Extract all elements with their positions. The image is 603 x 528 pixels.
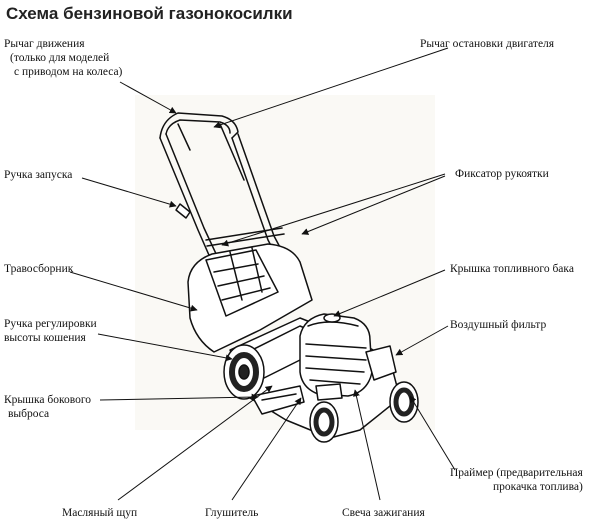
leader-dipstick xyxy=(117,385,273,501)
leader-muffler xyxy=(231,397,302,501)
label-primer-line1: Праймер (предварительная xyxy=(450,467,583,479)
diagram-title: Схема бензиновой газонокосилки xyxy=(6,4,293,23)
leader-start-handle xyxy=(81,177,177,208)
leader-grass-catcher xyxy=(69,271,198,312)
leader-lines xyxy=(69,47,456,501)
label-spark-plug: Свеча зажигания xyxy=(342,507,425,519)
label-side-discharge-line2: выброса xyxy=(8,408,50,420)
label-side-discharge-line1: Крышка бокового xyxy=(4,394,92,406)
label-primer-line2: прокачка топлива) xyxy=(493,481,583,493)
lawnmower-drawing xyxy=(159,112,419,443)
label-grass-catcher: Травосборник xyxy=(4,263,74,275)
label-primer: Праймер (предварительная прокачка топлив… xyxy=(450,466,583,494)
label-handle-lock: Фиксатор рукоятки xyxy=(455,168,549,180)
engine-stop-lever-bar xyxy=(219,123,245,181)
leader-handle-lock-2 xyxy=(301,175,446,235)
handle-tube-left xyxy=(159,137,213,263)
leader-drive-lever xyxy=(119,81,177,114)
label-height-adjust-line2: высоты кошения xyxy=(4,332,86,344)
label-muffler: Глушитель xyxy=(205,507,259,519)
side-discharge-part xyxy=(251,385,305,415)
air-filter-part xyxy=(365,345,397,381)
drive-lever-bar xyxy=(177,123,191,151)
label-air-filter: Воздушный фильтр xyxy=(450,319,547,331)
handle-bar xyxy=(159,112,239,139)
start-handle-part xyxy=(175,203,191,219)
label-side-discharge: Крышка бокового выброса xyxy=(4,393,91,421)
leader-fuel-cap xyxy=(333,269,446,317)
label-start-handle: Ручка запуска xyxy=(4,169,73,181)
leader-side-discharge xyxy=(99,393,259,401)
leader-height-adjust xyxy=(97,333,233,362)
leader-handle-lock-1 xyxy=(221,173,446,247)
leader-spark-plug xyxy=(352,389,381,501)
label-drive-lever-line1: Рычаг движения xyxy=(4,38,85,50)
label-drive-lever: Рычаг движения (только для моделей с при… xyxy=(4,37,122,79)
leader-engine-stop xyxy=(213,47,449,129)
label-dipstick: Масляный щуп xyxy=(62,507,138,519)
label-height-adjust: Ручка регулировки высоты кошения xyxy=(4,317,97,345)
muffler-part xyxy=(315,383,343,401)
label-drive-lever-line2: (только для моделей xyxy=(10,52,110,64)
label-height-adjust-line1: Ручка регулировки xyxy=(4,318,97,330)
fuel-cap-part xyxy=(323,313,341,323)
leader-primer xyxy=(409,395,456,471)
label-drive-lever-line3: с приводом на колеса) xyxy=(14,66,123,78)
leader-air-filter xyxy=(395,325,449,356)
label-engine-stop-lever: Рычаг остановки двигателя xyxy=(420,38,555,50)
label-fuel-cap: Крышка топливного бака xyxy=(450,263,574,275)
